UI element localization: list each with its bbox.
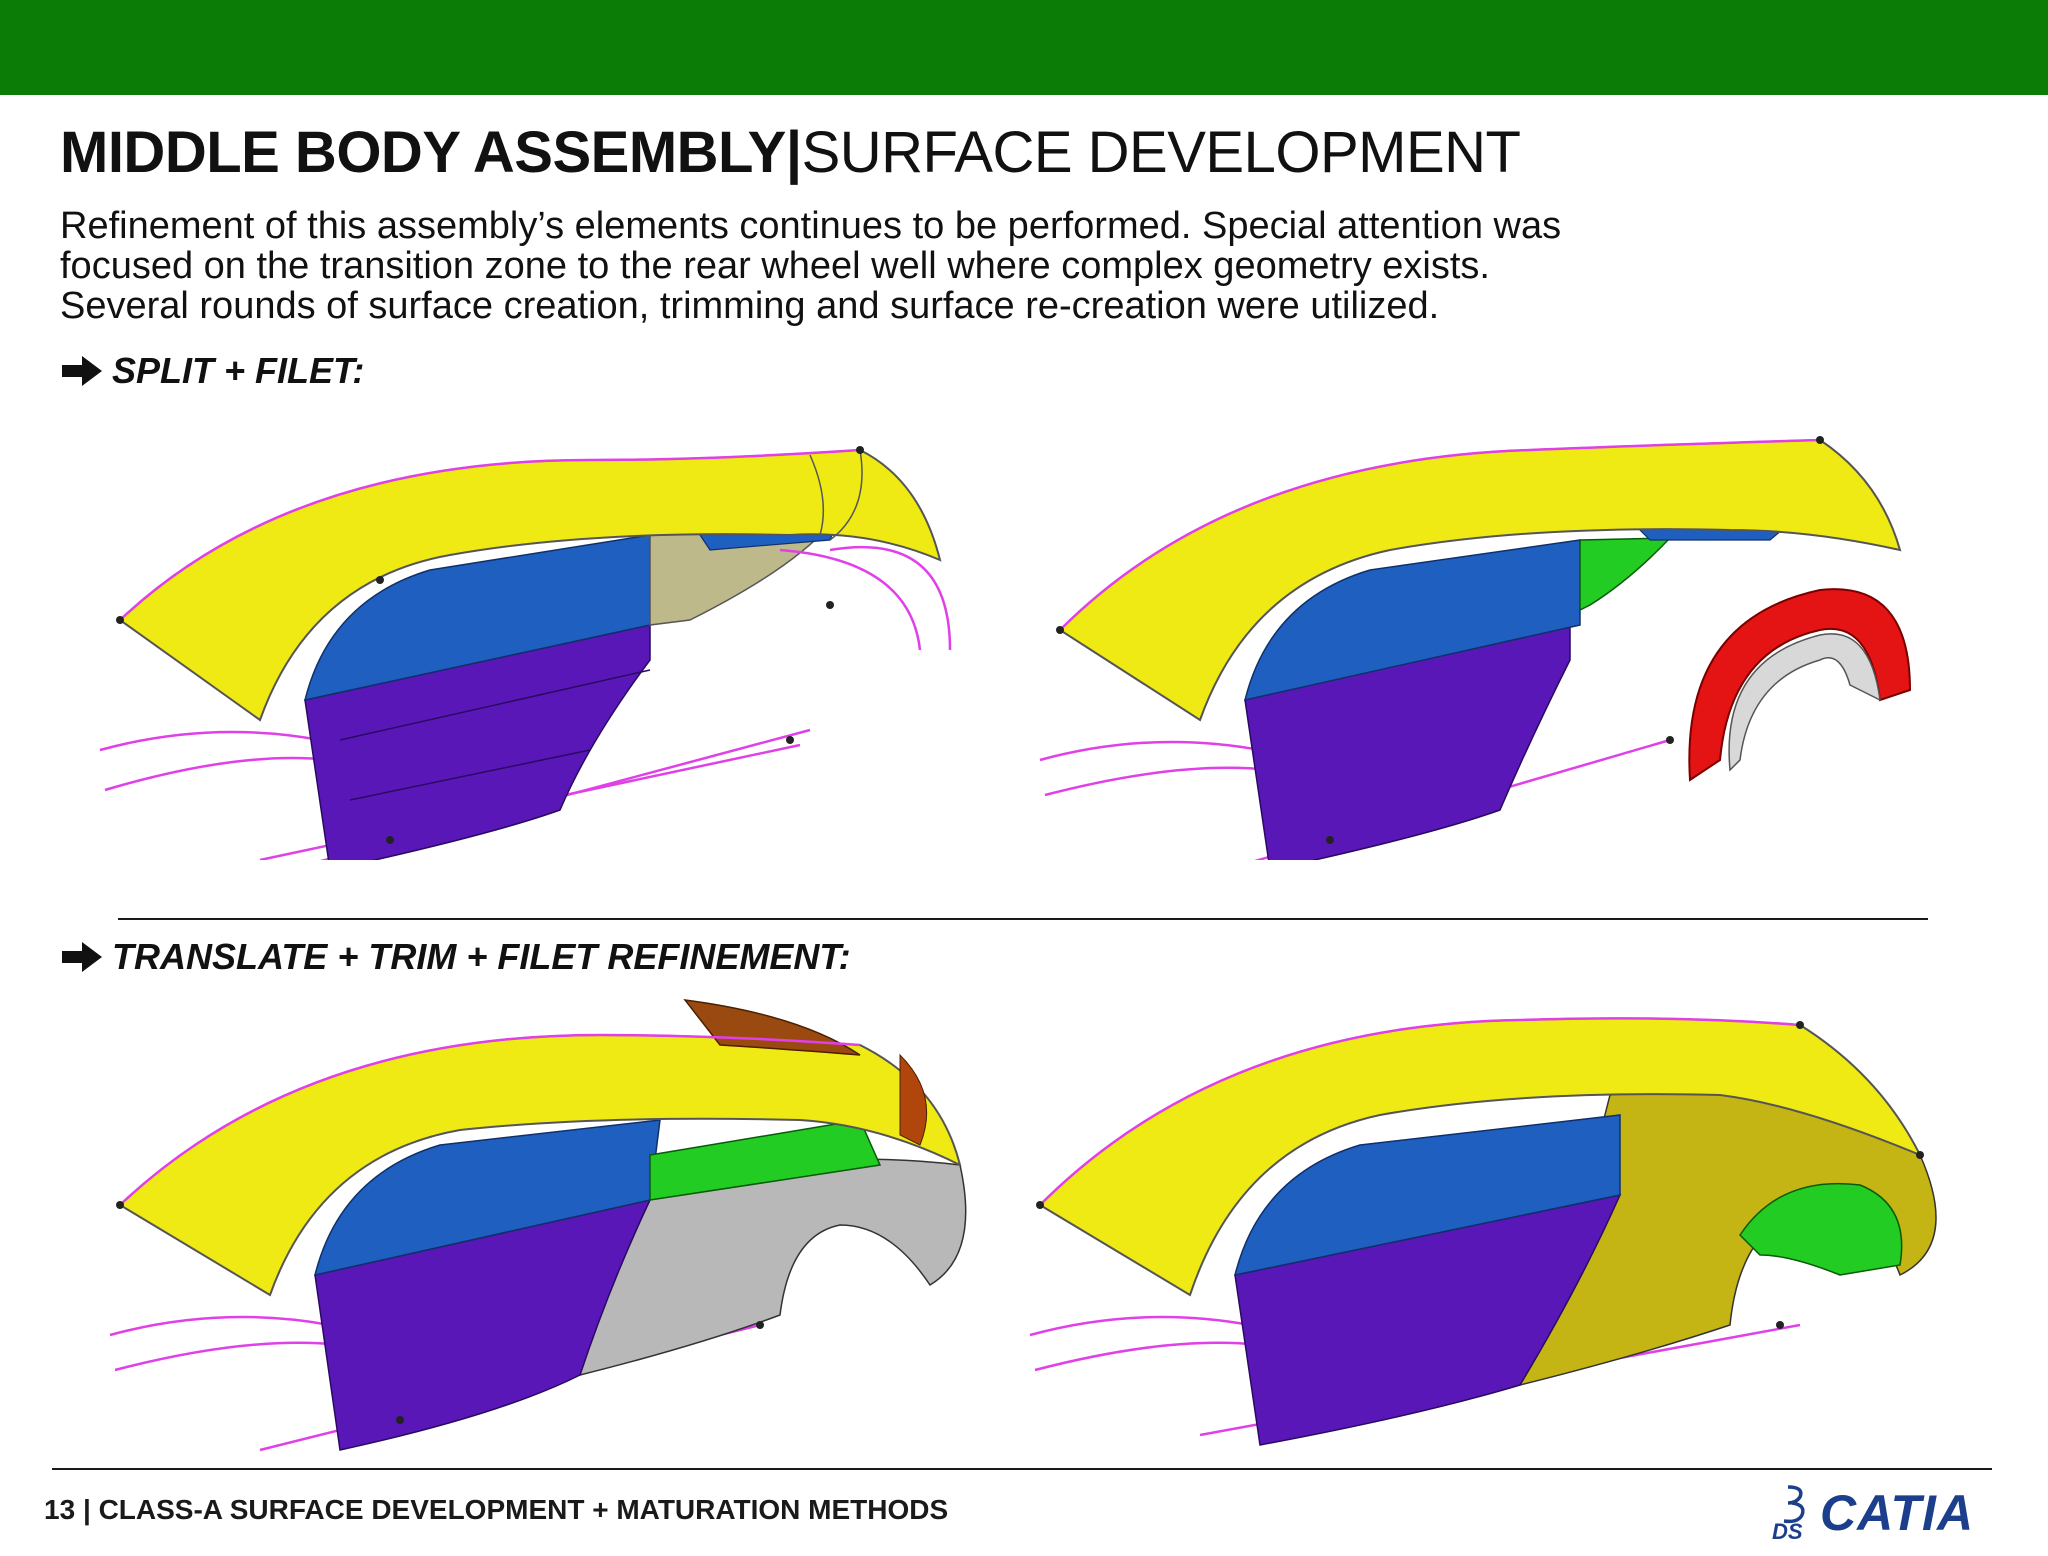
footer-text: CLASS-A SURFACE DEVELOPMENT + MATURATION… bbox=[98, 1494, 949, 1525]
intro-line: Several rounds of surface creation, trim… bbox=[60, 285, 1440, 327]
header-band bbox=[0, 0, 2048, 95]
page-number: 13 bbox=[44, 1494, 76, 1525]
title-separator: | bbox=[785, 120, 802, 185]
surface-render-split-a bbox=[90, 420, 990, 860]
logo-brand: CATIA bbox=[1820, 1485, 1975, 1541]
right-arrow-icon bbox=[62, 942, 102, 972]
intro-paragraph: Refinement of this assembly’s elements c… bbox=[60, 206, 1760, 326]
surface-render-trim-b bbox=[1020, 995, 1937, 1446]
footer-divider bbox=[52, 1468, 1992, 1470]
ds-logo-icon: DS bbox=[1772, 1485, 1805, 1543]
right-arrow-icon bbox=[62, 356, 102, 386]
title-bold: MIDDLE BODY ASSEMBLY bbox=[60, 120, 786, 185]
section-label: TRANSLATE + TRIM + FILET REFINEMENT: bbox=[112, 936, 851, 977]
section-heading-translate-trim: TRANSLATE + TRIM + FILET REFINEMENT: bbox=[60, 936, 851, 978]
section-heading-split-filet: SPLIT + FILET: bbox=[60, 350, 364, 392]
section-divider bbox=[118, 918, 1928, 920]
surface-render-trim-a bbox=[100, 995, 1000, 1452]
intro-line: focused on the transition zone to the re… bbox=[60, 245, 1490, 287]
footer: 13 | CLASS-A SURFACE DEVELOPMENT + MATUR… bbox=[44, 1494, 948, 1526]
footer-separator: | bbox=[82, 1494, 91, 1525]
section-label: SPLIT + FILET: bbox=[112, 350, 365, 391]
intro-line: Refinement of this assembly’s elements c… bbox=[60, 205, 1562, 247]
page-title: MIDDLE BODY ASSEMBLY|SURFACE DEVELOPMENT bbox=[60, 118, 1521, 188]
surface-render-split-b bbox=[1030, 420, 1930, 860]
catia-logo: DS CATIA bbox=[1770, 1480, 2000, 1546]
title-light: SURFACE DEVELOPMENT bbox=[801, 120, 1521, 185]
svg-text:DS: DS bbox=[1772, 1519, 1803, 1543]
